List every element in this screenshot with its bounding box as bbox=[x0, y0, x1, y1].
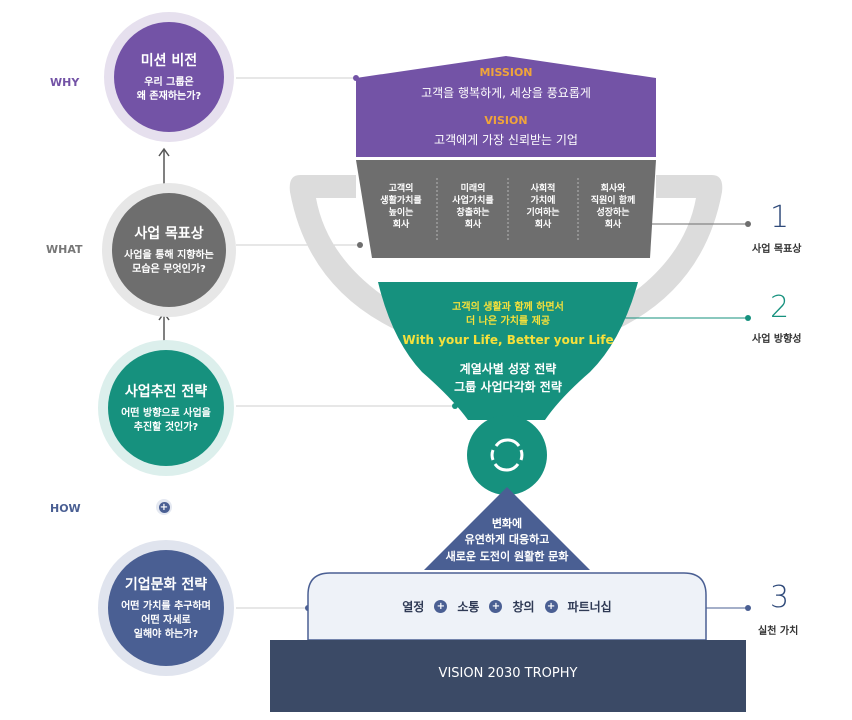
goal-item: 회사와 직원이 함께 성장하는 회사 bbox=[590, 184, 636, 230]
culture-circle-title: 기업문화 전략 bbox=[124, 577, 208, 593]
value-item: 열정 bbox=[402, 600, 425, 614]
strategy-circle-title: 사업추진 전략 bbox=[124, 384, 208, 400]
value-item: 소통 bbox=[457, 600, 480, 614]
culture-circle-sub: 어떤 가치를 추구하며 어떤 자세로 일해야 하는가? bbox=[121, 601, 211, 640]
number-1-label: 사업 목표상 bbox=[752, 244, 802, 255]
goal-item: 고객의 생활가치를 높이는 회사 bbox=[380, 184, 422, 230]
plus-icon: + bbox=[544, 600, 558, 613]
vision-text: 고객에게 가장 신뢰받는 기업 bbox=[434, 133, 578, 147]
plus-icon: + bbox=[158, 501, 170, 513]
business-goal-band bbox=[356, 160, 656, 258]
what-label: WHAT bbox=[46, 243, 83, 256]
culture-line2: 유연하게 대응하고 bbox=[464, 533, 550, 546]
business-direction-cup bbox=[378, 282, 638, 420]
plus-icon: + bbox=[434, 600, 448, 613]
mission-circle-title: 미션 비전 bbox=[140, 53, 198, 69]
values-pedestal bbox=[307, 572, 707, 641]
number-2: 2 bbox=[770, 290, 790, 325]
strategy-circle-sub: 어떤 방향으로 사업을 추진할 것인가? bbox=[121, 408, 211, 433]
cycle-arrow-top bbox=[494, 438, 521, 447]
direction-line2: 더 나은 가치를 제공 bbox=[465, 316, 551, 327]
plus-icon: + bbox=[489, 600, 503, 613]
why-label: WHY bbox=[50, 76, 80, 89]
mission-text: 고객을 행복하게, 세상을 풍요롭게 bbox=[421, 86, 591, 100]
direction-strategy1: 계열사별 성장 전략 bbox=[459, 362, 557, 376]
mission-vision-circle: 미션 비전 우리 그룹은 왜 존재하는가? bbox=[104, 12, 234, 142]
trophy-base bbox=[270, 640, 746, 712]
number-2-label: 사업 방향성 bbox=[752, 334, 802, 345]
values-row: 열정 + 소통 + 창의 + 파트너십 bbox=[308, 598, 706, 615]
goal-item: 미래의 사업가치를 창출하는 회사 bbox=[452, 184, 494, 230]
goal-item: 사회적 가치에 기여하는 회사 bbox=[526, 184, 560, 230]
how-label: HOW bbox=[50, 502, 81, 515]
culture-line3: 새로운 도전이 원활한 문화 bbox=[445, 550, 569, 563]
direction-strategy2: 그룹 사업다각화 전략 bbox=[454, 380, 562, 394]
goal-circle-sub: 사업을 통해 지향하는 모습은 무엇인가? bbox=[124, 250, 214, 275]
mission-vision-house bbox=[356, 56, 656, 157]
culture-line1: 변화에 bbox=[491, 517, 523, 530]
number-1: 1 bbox=[770, 200, 790, 235]
culture-strategy-circle: 기업문화 전략 어떤 가치를 추구하며 어떤 자세로 일해야 하는가? bbox=[98, 540, 234, 676]
mission-circle-sub: 우리 그룹은 왜 존재하는가? bbox=[136, 77, 202, 102]
up-arrow-1-head bbox=[158, 147, 170, 157]
direction-line1: 고객의 생활과 함께 하면서 bbox=[452, 302, 564, 313]
direction-slogan: With your Life, Better your Life bbox=[402, 333, 614, 347]
what-connector-dot bbox=[357, 242, 363, 248]
business-strategy-circle: 사업추진 전략 어떤 방향으로 사업을 추진할 것인가? bbox=[98, 340, 234, 476]
number-3: 3 bbox=[770, 580, 790, 615]
goal-circle-title: 사업 목표상 bbox=[134, 226, 204, 242]
how-plus-badge: + bbox=[156, 499, 172, 515]
value-item: 파트너십 bbox=[567, 600, 612, 614]
cycle-arrow-bottom bbox=[493, 463, 520, 472]
business-goal-circle: 사업 목표상 사업을 통해 지향하는 모습은 무엇인가? bbox=[102, 183, 236, 317]
culture-triangle bbox=[424, 487, 590, 570]
cycle-circle bbox=[467, 415, 547, 495]
value-item: 창의 bbox=[512, 600, 535, 614]
mission-label: MISSION bbox=[479, 66, 533, 79]
base-label: VISION 2030 TROPHY bbox=[438, 666, 578, 681]
vision-label: VISION bbox=[484, 114, 528, 127]
number-3-label: 실천 가치 bbox=[758, 626, 799, 637]
